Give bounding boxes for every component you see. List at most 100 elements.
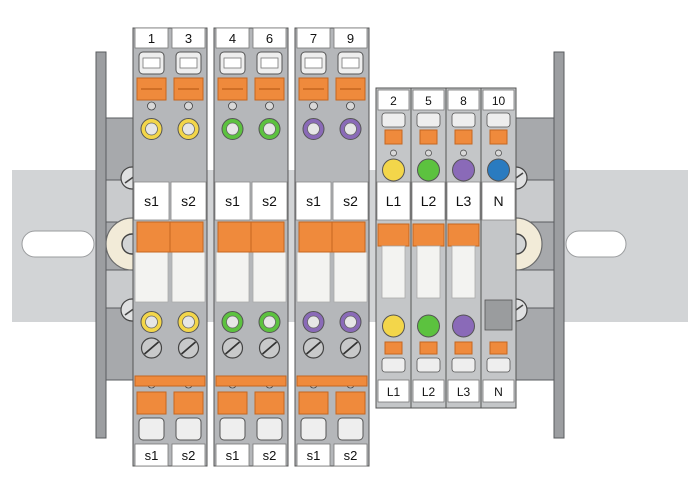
label-marker [447, 379, 480, 403]
wire-entry-inner [304, 57, 323, 69]
terminal-label-bottom: L2 [422, 385, 436, 399]
disconnect-slide [381, 245, 406, 299]
ground-symbol [309, 101, 318, 111]
wire-entry [486, 357, 511, 373]
terminal-number: 5 [425, 94, 432, 108]
orange-bridge [377, 223, 410, 247]
terminal-label-bottom: L3 [457, 385, 471, 399]
label-marker [134, 443, 169, 467]
test-socket-ring [452, 314, 475, 338]
disconnect-slide [215, 251, 250, 303]
terminal-label-bottom: s1 [226, 448, 240, 463]
test-socket-ring [382, 158, 405, 182]
test-socket-hole [145, 122, 158, 136]
test-socket-hole [226, 315, 239, 329]
orange-bridge [412, 223, 445, 247]
label-marker [332, 181, 369, 221]
label-marker [133, 181, 170, 221]
orange-bridge [296, 375, 368, 387]
ground-symbol [184, 101, 193, 111]
disconnect-slide [416, 245, 441, 299]
label-marker [333, 443, 368, 467]
terminal-label-bottom: s1 [307, 448, 321, 463]
wire-entry [138, 417, 165, 441]
terminal-label-bottom: N [494, 385, 503, 399]
label-marker [376, 181, 411, 221]
label-marker [412, 379, 445, 403]
terminal-label-bottom: L1 [387, 385, 401, 399]
wire-entry [175, 417, 202, 441]
wire-entry [381, 112, 406, 128]
terminal-label-bottom: s2 [182, 448, 196, 463]
terminal-label: s1 [225, 193, 240, 209]
terminal-number: 10 [492, 94, 506, 108]
terminal-number: 1 [148, 31, 155, 46]
terminal-label-bottom: s1 [145, 448, 159, 463]
orange-bridge [384, 341, 403, 355]
test-socket-hole [263, 122, 276, 136]
orange-bridge [173, 391, 204, 415]
ground-symbol [495, 149, 502, 157]
label-marker [377, 379, 410, 403]
test-socket-hole [226, 122, 239, 136]
ground-symbol [228, 101, 237, 111]
orange-bridge [134, 375, 206, 387]
wire-entry [256, 417, 283, 441]
wire-entry-inner [260, 57, 279, 69]
terminal-label-bottom: s2 [263, 448, 277, 463]
screw-slot [305, 341, 322, 355]
test-socket-hole [263, 315, 276, 329]
wire-entry [451, 112, 476, 128]
wire-entry [300, 417, 327, 441]
test-socket-hole [344, 122, 357, 136]
terminal-label-bottom: s2 [344, 448, 358, 463]
terminal-number: 9 [347, 31, 354, 46]
label-marker [411, 181, 446, 221]
orange-bridge [454, 341, 473, 355]
label-marker [481, 181, 516, 221]
wire-entry [416, 357, 441, 373]
test-socket-ring [417, 314, 440, 338]
orange-bridge [489, 341, 508, 355]
screw-slot [180, 341, 197, 355]
wire-entry [219, 417, 246, 441]
screw-slot [261, 341, 278, 355]
ground-symbol [460, 149, 467, 157]
wire-entry [337, 417, 364, 441]
label-marker [171, 443, 206, 467]
label-marker [215, 443, 250, 467]
test-socket-ring [452, 158, 475, 182]
orange-bridge [489, 129, 508, 145]
label-marker [377, 89, 410, 111]
terminal-label: s2 [262, 193, 277, 209]
orange-bridge [419, 129, 438, 145]
terminal-label: s1 [144, 193, 159, 209]
orange-bridge [447, 223, 480, 247]
terminal-label: L2 [421, 193, 437, 209]
label-marker [171, 27, 206, 49]
ground-symbol [346, 101, 355, 111]
terminal-number: 4 [229, 31, 236, 46]
label-marker [296, 27, 331, 49]
screw-slot [224, 341, 241, 355]
label-marker [295, 181, 332, 221]
end-clamp-post [553, 51, 565, 439]
terminal-number: 7 [310, 31, 317, 46]
label-marker [446, 181, 481, 221]
screw-slot [143, 341, 160, 355]
orange-bridge [217, 391, 248, 415]
wire-entry [451, 357, 476, 373]
wire-entry [381, 357, 406, 373]
test-socket-ring [382, 314, 405, 338]
test-socket-hole [307, 122, 320, 136]
terminal-label: s2 [343, 193, 358, 209]
ground-symbol [265, 101, 274, 111]
label-marker [412, 89, 445, 111]
screw-slot [342, 341, 359, 355]
label-marker [252, 27, 287, 49]
orange-bridge [254, 391, 285, 415]
disconnect-slide [134, 251, 169, 303]
